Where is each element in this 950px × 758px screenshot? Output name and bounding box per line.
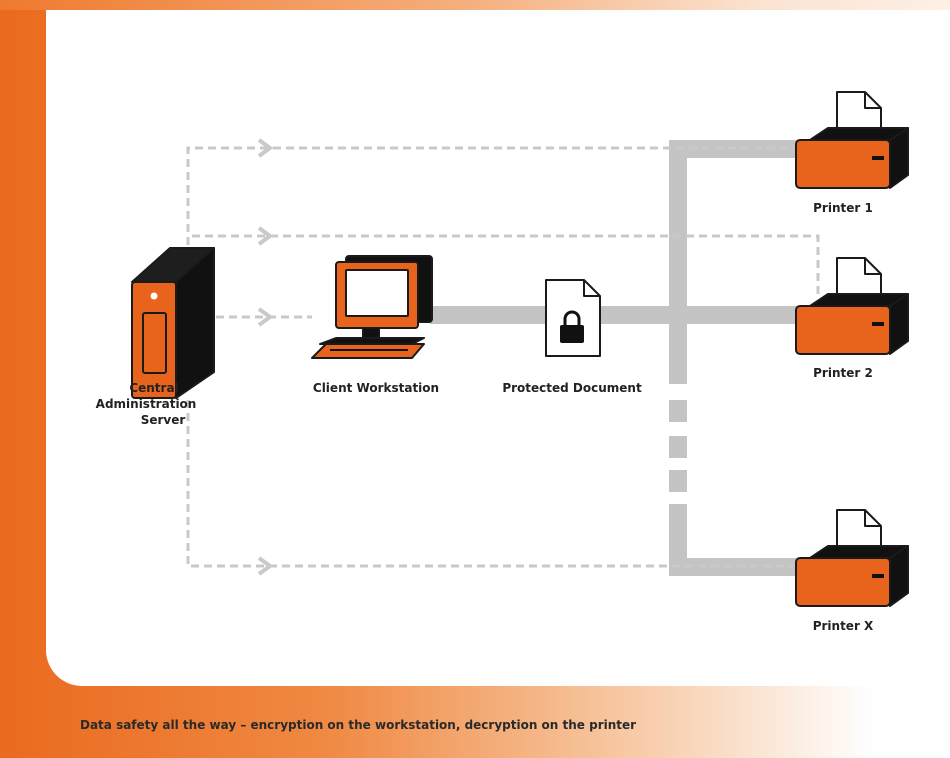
document-label: Protected Document — [502, 381, 642, 395]
server-label-line-1: Central — [129, 381, 178, 395]
bus-horizontal — [430, 306, 800, 324]
top-band — [0, 0, 950, 10]
protected-document-icon — [545, 279, 601, 357]
admin-links — [186, 146, 820, 568]
printer-x-label: Printer X — [813, 619, 874, 633]
bus-vertical — [669, 140, 687, 384]
printer-2-label: Printer 2 — [813, 366, 873, 380]
admin-link-printer2 — [186, 234, 820, 298]
diagram-panel: Central Administration Server Client Wor… — [46, 10, 950, 686]
bus-dash-1 — [669, 400, 687, 422]
bus-to-printerx — [669, 558, 799, 576]
admin-arrows — [257, 138, 274, 576]
network-diagram: Central Administration Server Client Wor… — [96, 91, 909, 633]
server-label-line-2: Administration — [96, 397, 197, 411]
lock-icon — [560, 310, 584, 343]
printer-1-icon — [795, 91, 909, 189]
printer-x-icon — [795, 509, 909, 607]
admin-link-printer1 — [186, 146, 808, 258]
server-label-line-3: Server — [141, 413, 186, 427]
arrow-icon — [257, 226, 274, 246]
arrow-icon — [257, 138, 274, 158]
caption: Data safety all the way – encryption on … — [80, 718, 637, 732]
server-icon — [131, 247, 215, 399]
bus-dash-2 — [669, 436, 687, 458]
printer-2-icon — [795, 257, 909, 355]
admin-link-printerx — [186, 400, 808, 568]
arrow-icon — [257, 307, 274, 327]
workstation-icon — [311, 255, 433, 359]
workstation-label: Client Workstation — [313, 381, 439, 395]
data-bus — [430, 140, 800, 576]
arrow-icon — [257, 556, 274, 576]
bus-dash-3 — [669, 470, 687, 492]
printer-1-label: Printer 1 — [813, 201, 873, 215]
